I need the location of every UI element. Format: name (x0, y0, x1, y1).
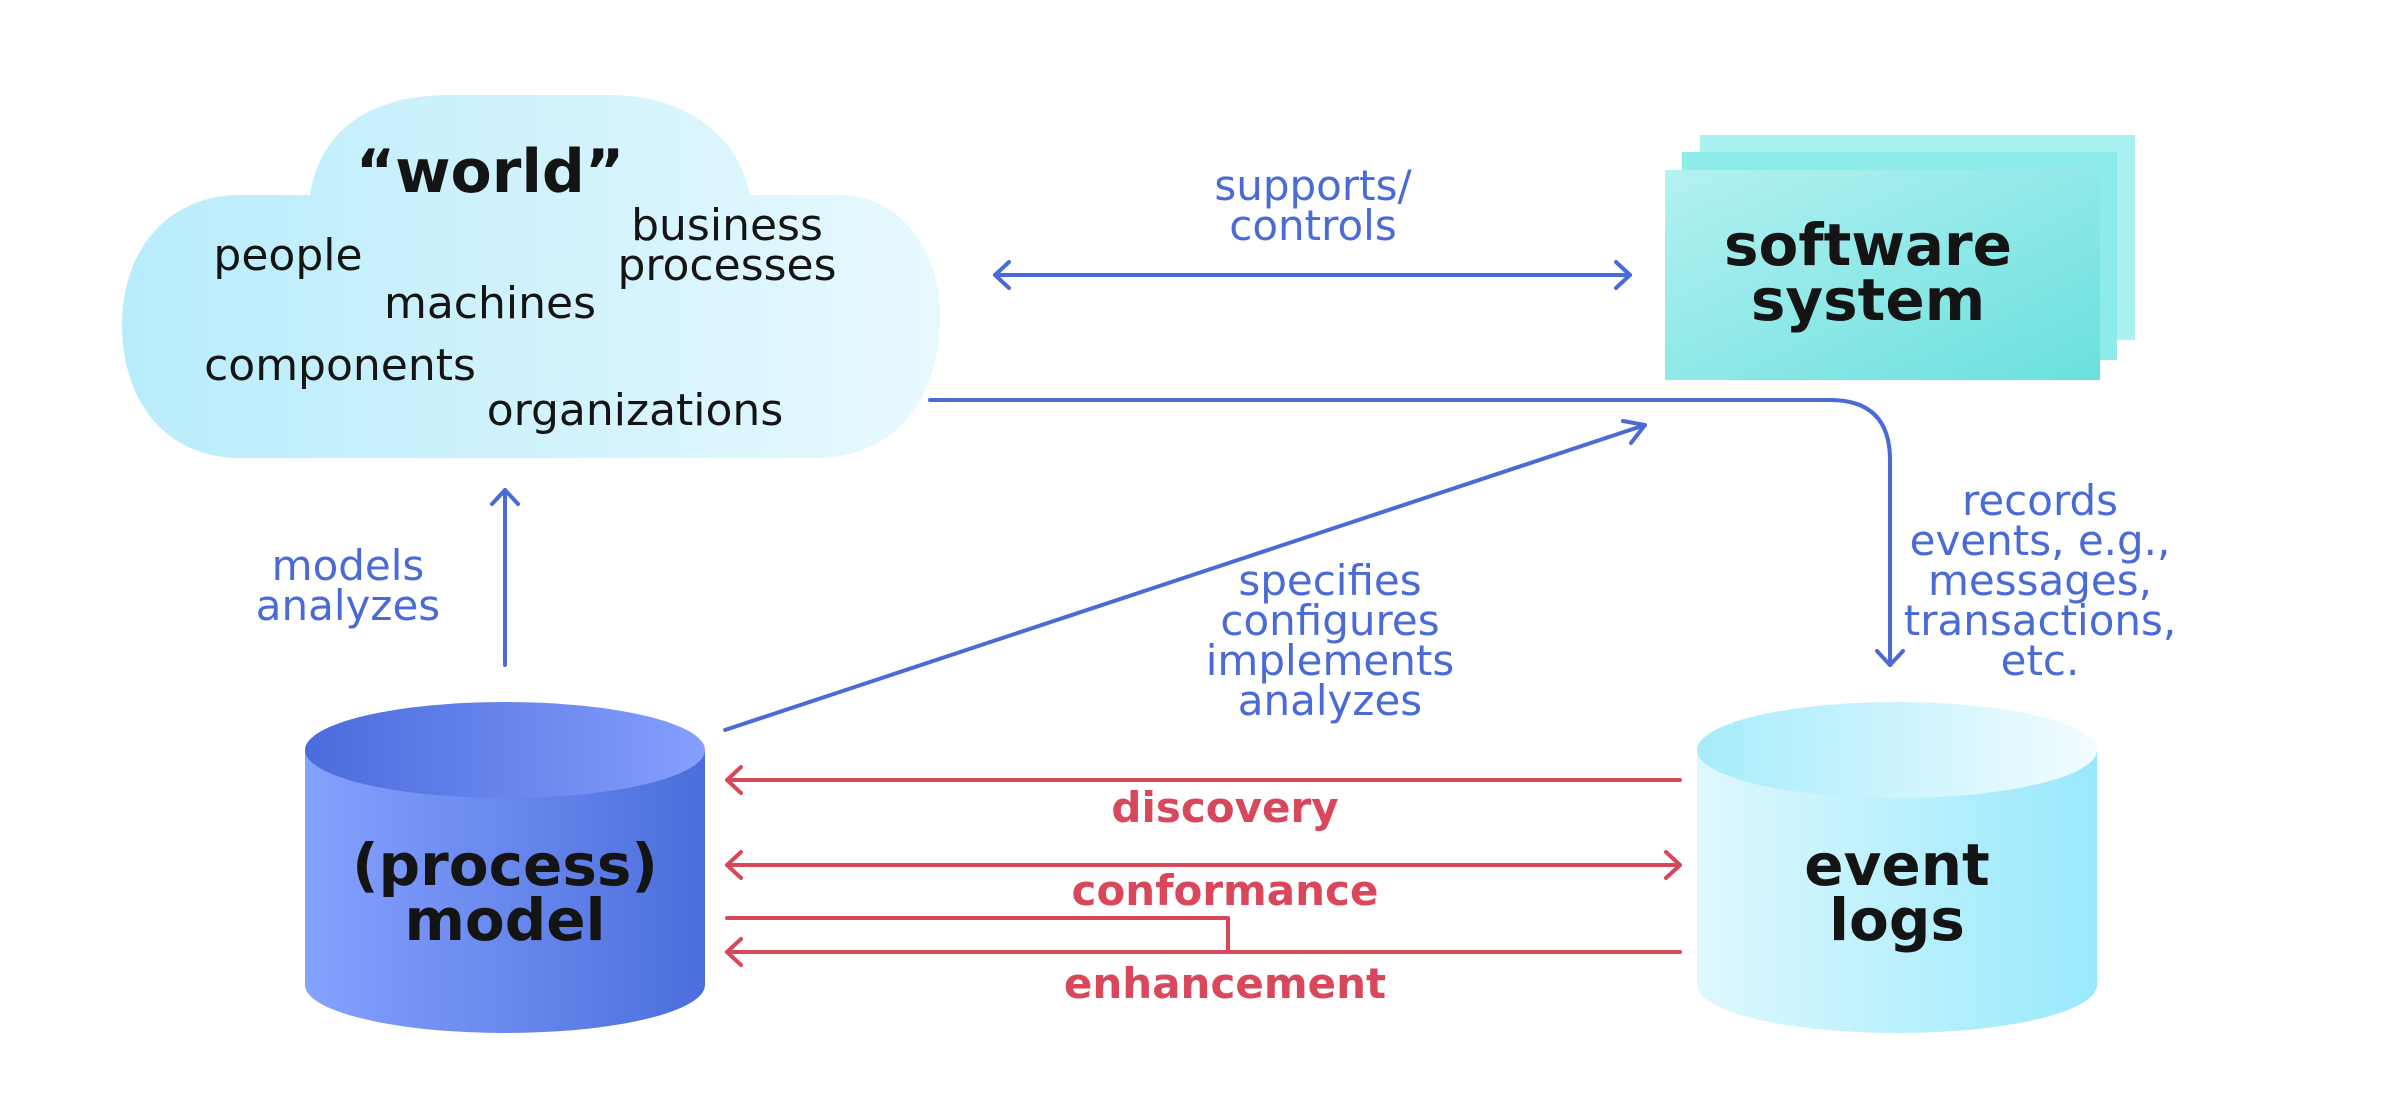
enhancement-label: enhancement (1064, 959, 1386, 1008)
models-label-line2: analyzes (256, 581, 440, 630)
world-item-people: people (213, 230, 362, 281)
model-label-line1: (process) (352, 831, 658, 899)
enhancement-arrow (725, 916, 1682, 967)
supports-label-line2: controls (1229, 201, 1396, 250)
arrowhead-left-icon (993, 260, 1011, 290)
event-cylinder-top (1697, 702, 2097, 798)
software-label-line2: system (1751, 266, 1985, 334)
records-events-arrow (928, 398, 1905, 667)
specifies-label-line1: specifies (1238, 556, 1421, 605)
arrowhead-left-icon (725, 850, 743, 880)
world-item-processes: processes (617, 240, 836, 291)
world-cloud: “world” people machines business process… (122, 95, 940, 458)
arrowhead-left-icon (725, 765, 743, 795)
world-title: “world” (356, 137, 625, 207)
event-logs-cylinder: event logs (1697, 702, 2097, 1033)
records-label-line1: records (1962, 476, 2118, 525)
specifies-arrow (723, 419, 1647, 732)
models-label-line1: models (272, 541, 425, 590)
software-label-line1: software (1724, 211, 2012, 279)
arrowhead-up-icon (490, 488, 520, 506)
arrowhead-right-icon (1664, 850, 1682, 880)
discovery-arrow (725, 765, 1682, 795)
process-model-cylinder: (process) model (305, 702, 705, 1033)
arrowhead-down-icon (1875, 649, 1905, 667)
models-analyzes-arrow (490, 488, 520, 667)
arrowhead-left-icon (725, 937, 743, 967)
records-label-line4: transactions, (1904, 596, 2177, 645)
arrowhead-diagonal-icon (1621, 419, 1647, 445)
records-label-line5: etc. (2001, 636, 2080, 685)
discovery-label: discovery (1111, 783, 1338, 832)
model-cylinder-top (305, 702, 705, 798)
specifies-label-line2: configures (1220, 596, 1439, 645)
arrowhead-right-icon (1614, 260, 1632, 290)
model-label-line2: model (404, 886, 605, 954)
records-label-line2: events, e.g., (1910, 516, 2171, 565)
conformance-label: conformance (1072, 866, 1379, 915)
records-label-line3: messages, (1928, 556, 2152, 605)
cloud-shape (122, 95, 940, 458)
event-label-line2: logs (1829, 886, 1965, 954)
world-item-components: components (204, 340, 476, 391)
supports-controls-arrow (993, 260, 1632, 290)
conformance-arrow (725, 850, 1682, 880)
event-cylinder-body (1697, 750, 2097, 1033)
software-sheet-front (1665, 170, 2100, 380)
software-system: software system (1665, 135, 2135, 380)
supports-label-line1: supports/ (1214, 161, 1412, 210)
specifies-label-line3: implements (1206, 636, 1454, 685)
world-item-machines: machines (384, 278, 596, 329)
world-item-organizations: organizations (487, 385, 784, 436)
world-item-business: business (631, 200, 823, 251)
event-label-line1: event (1804, 831, 1990, 899)
specifies-label-line4: analyzes (1238, 676, 1422, 725)
model-cylinder-body (305, 750, 705, 1033)
